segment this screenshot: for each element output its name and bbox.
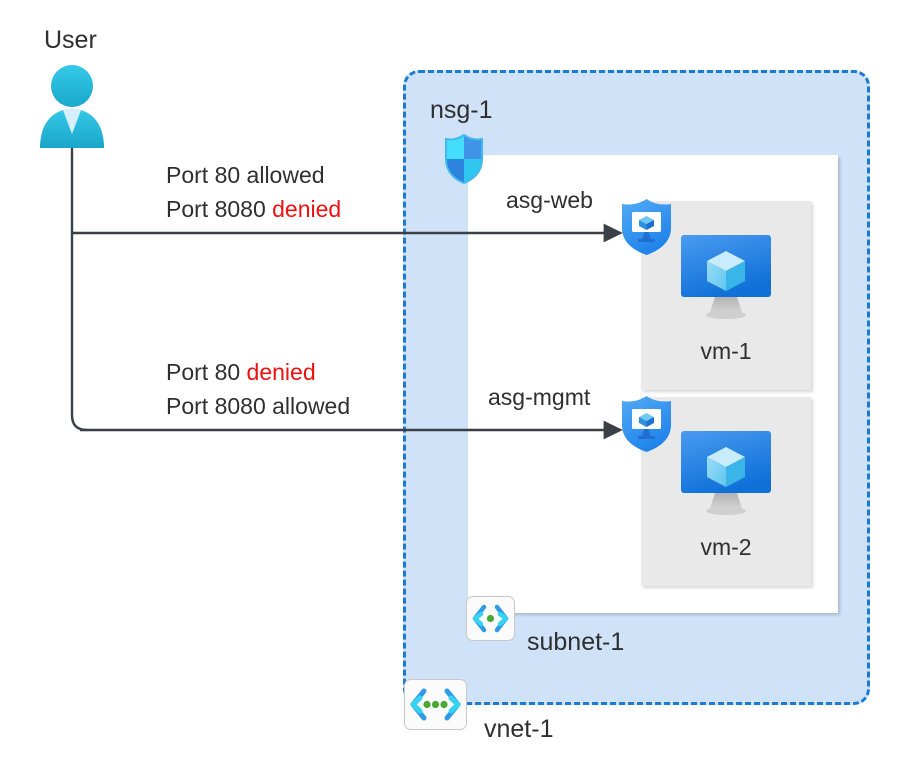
vm-card-2[interactable]: vm-2 [641, 397, 811, 586]
asg-shield-icon[interactable] [619, 197, 674, 257]
user-icon [40, 65, 104, 148]
vnet-icon [410, 688, 461, 721]
asg-shield-icon[interactable] [619, 394, 674, 454]
flow-web-line-1: Port 80 allowed [166, 160, 325, 190]
asg-web-label: asg-web [506, 187, 593, 213]
asg-mgmt-label: asg-mgmt [488, 384, 591, 410]
flow-web-line-2-prefix: Port 8080 [166, 196, 273, 222]
subnet-label: subnet-1 [527, 628, 625, 656]
vm-name: vm-2 [700, 534, 752, 560]
subnet-icon [472, 604, 509, 633]
flow-mgmt-line-1-prefix: Port 80 [166, 359, 247, 385]
vm-name: vm-1 [700, 338, 752, 364]
flow-web-line-2: Port 8080 denied [166, 194, 341, 224]
vnet-icon-container[interactable] [404, 679, 467, 730]
user-label: User [44, 26, 97, 54]
flow-mgmt-line-2-status: allowed [272, 393, 351, 419]
virtual-machine-icon [681, 431, 771, 515]
flow-mgmt-line-2: Port 8080 allowed [166, 391, 350, 421]
shield-icon [445, 133, 483, 185]
virtual-machine-icon [681, 235, 771, 319]
flow-mgmt-line-1-status: denied [246, 359, 316, 385]
flow-web-line-2-status: denied [272, 196, 342, 222]
flow-web-line-1-prefix: Port 80 [166, 162, 247, 188]
vm-card-1[interactable]: vm-1 [641, 201, 811, 390]
subnet-icon-container[interactable] [466, 596, 515, 641]
flow-mgmt-line-2-prefix: Port 8080 [166, 393, 273, 419]
flow-web-line-1-status: allowed [246, 162, 325, 188]
flow-mgmt-line-1: Port 80 denied [166, 357, 316, 387]
vnet-label: vnet-1 [484, 715, 554, 743]
nsg-label: nsg-1 [430, 96, 493, 124]
